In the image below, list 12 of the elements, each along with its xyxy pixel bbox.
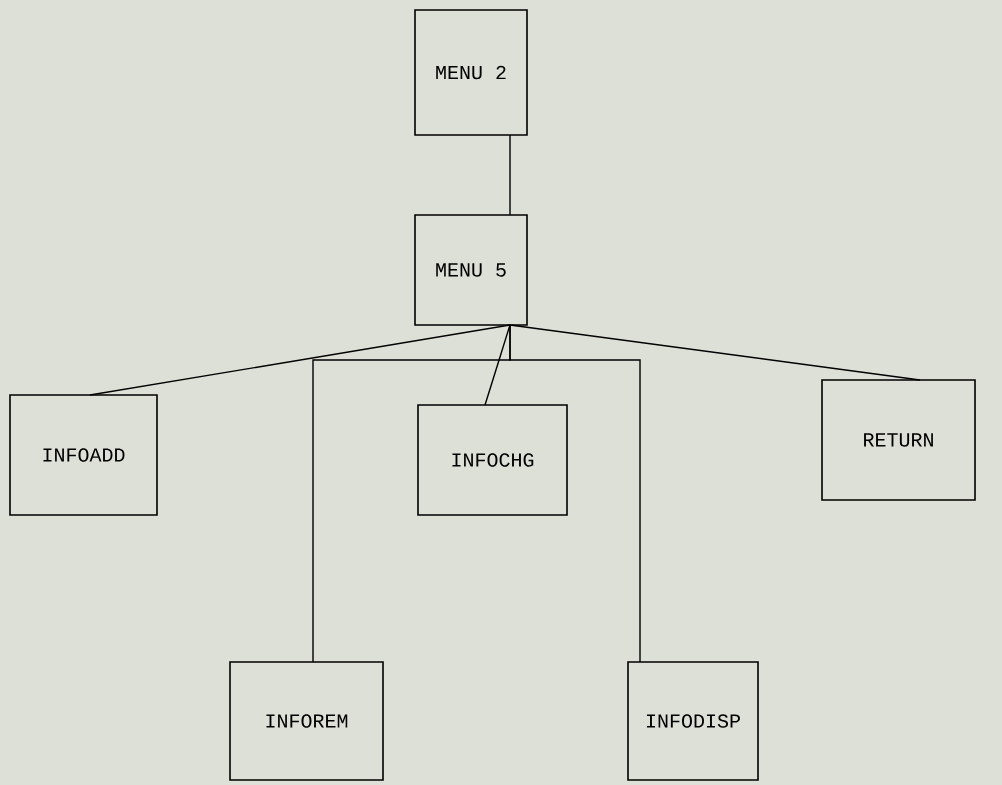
connector-line [509,324,921,381]
menu-box: INFODISP [627,661,759,781]
menu-box: MENU 2 [414,9,528,136]
menu-box: INFOCHG [417,404,568,516]
menu-box: INFOREM [229,661,384,781]
menu-box: INFOADD [9,394,158,516]
menu-box: MENU 5 [414,214,528,326]
connector-line [89,324,511,396]
connector-line [509,134,511,216]
connector-line [484,324,511,406]
menu-box: RETURN [821,379,976,501]
connector-line [509,324,641,663]
